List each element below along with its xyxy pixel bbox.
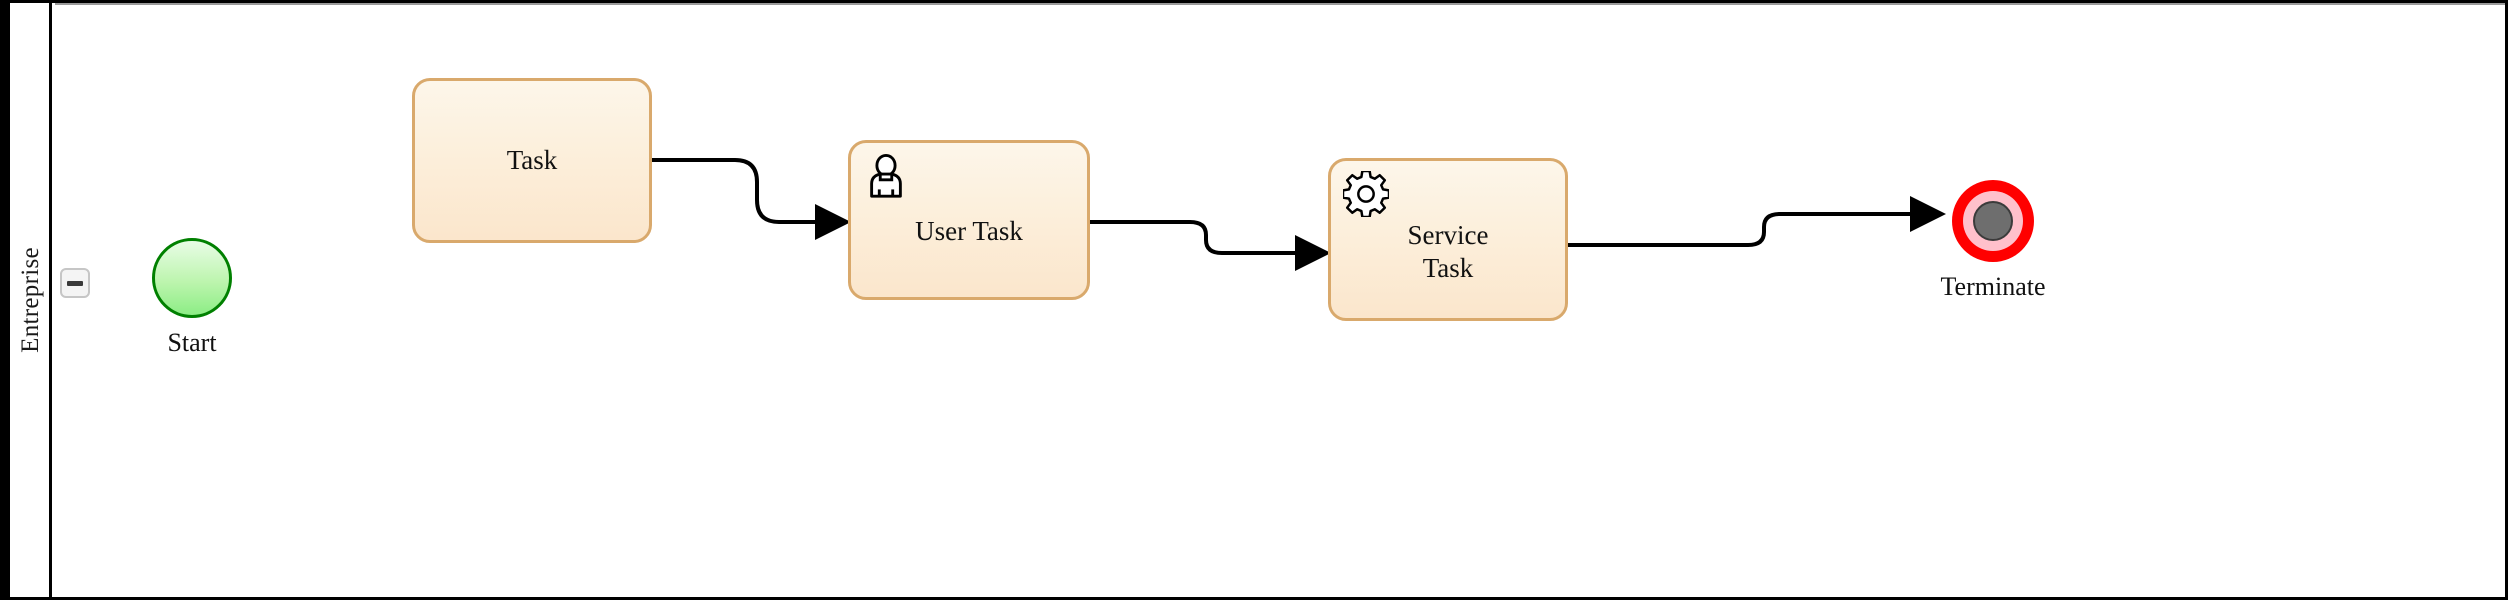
service-task-label-line-1: Service <box>1407 220 1489 251</box>
frame-left-border <box>0 0 10 600</box>
user-icon <box>870 153 902 198</box>
service-task-node-label: Service Task <box>1398 195 1499 284</box>
terminate-end-event-label: Terminate <box>1940 272 2046 301</box>
terminate-end-event[interactable] <box>1952 180 2034 262</box>
user-task-node[interactable]: User Task <box>848 140 1090 300</box>
frame-top-border <box>0 0 2508 3</box>
lane-header: Entreprise <box>10 3 52 597</box>
terminate-inner-ring <box>1963 191 2023 251</box>
task-node[interactable]: Task <box>412 78 652 243</box>
user-task-node-label: User Task <box>915 215 1023 246</box>
lane-label-text: Entreprise <box>17 247 45 353</box>
frame-right-border <box>2505 0 2508 600</box>
lane-label: Entreprise <box>10 3 52 597</box>
task-node-label: Task <box>506 145 558 176</box>
start-event[interactable] <box>152 238 232 318</box>
lane-collapse-button[interactable] <box>60 268 90 298</box>
gear-icon <box>1343 171 1389 217</box>
minus-icon <box>67 280 83 286</box>
terminate-icon <box>1973 201 2013 241</box>
start-event-label: Start <box>167 328 217 357</box>
service-task-node[interactable]: Service Task <box>1328 158 1568 321</box>
service-task-label-line-2: Task <box>1422 252 1474 283</box>
frame-bottom-border <box>0 597 2508 600</box>
